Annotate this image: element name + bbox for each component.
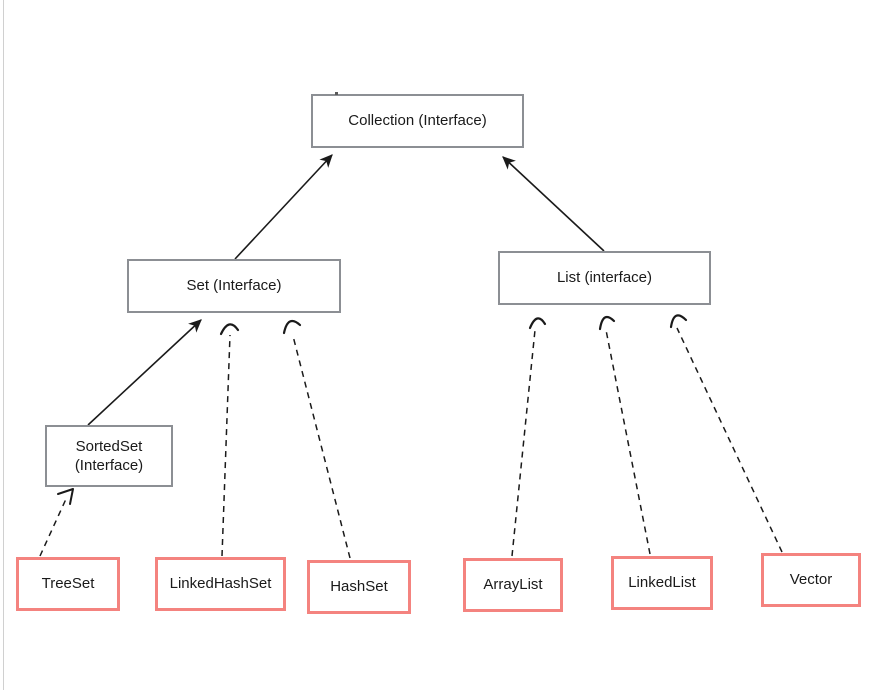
connector-treeset-to-sortedset bbox=[39, 488, 74, 557]
node-collection-interface[interactable]: Collection (Interface) bbox=[311, 94, 524, 148]
node-arraylist-label: ArrayList bbox=[483, 576, 543, 594]
node-linkedlist-class[interactable]: LinkedList bbox=[611, 556, 713, 610]
node-treeset-label: TreeSet bbox=[41, 575, 95, 593]
connector-linkedhashset-to-set bbox=[219, 323, 240, 557]
left-edge-rule bbox=[3, 0, 4, 690]
node-linkedhashset-label: LinkedHashSet bbox=[169, 575, 272, 593]
node-sortedset-interface[interactable]: SortedSet (Interface) bbox=[45, 425, 173, 487]
connector-vector-to-list bbox=[669, 314, 783, 553]
node-sortedset-label-line2: (Interface) bbox=[74, 457, 144, 474]
node-arraylist-class[interactable]: ArrayList bbox=[463, 558, 563, 612]
connector-list-to-collection bbox=[502, 156, 605, 252]
connector-arraylist-to-list bbox=[511, 317, 547, 557]
node-collection-label: Collection (Interface) bbox=[348, 112, 487, 130]
connector-hashset-to-set bbox=[282, 319, 351, 559]
node-hashset-class[interactable]: HashSet bbox=[307, 560, 411, 614]
node-vector-label: Vector bbox=[789, 571, 833, 589]
node-set-interface[interactable]: Set (Interface) bbox=[127, 259, 341, 313]
node-list-label: List (interface) bbox=[556, 269, 653, 287]
node-vector-class[interactable]: Vector bbox=[761, 553, 861, 607]
node-set-label: Set (Interface) bbox=[186, 277, 282, 295]
node-linkedhashset-class[interactable]: LinkedHashSet bbox=[155, 557, 286, 611]
node-treeset-class[interactable]: TreeSet bbox=[16, 557, 120, 611]
connector-linkedlist-to-list bbox=[598, 315, 651, 555]
connector-set-to-collection bbox=[234, 154, 333, 260]
connector-sortedset-to-set bbox=[87, 319, 202, 426]
speckle-artifact bbox=[335, 92, 338, 95]
node-hashset-label: HashSet bbox=[330, 578, 388, 596]
node-sortedset-label-line1: SortedSet bbox=[75, 437, 143, 455]
node-sortedset-label: SortedSet (Interface) bbox=[69, 437, 149, 475]
node-list-interface[interactable]: List (interface) bbox=[498, 251, 711, 305]
node-linkedlist-label: LinkedList bbox=[628, 574, 696, 592]
